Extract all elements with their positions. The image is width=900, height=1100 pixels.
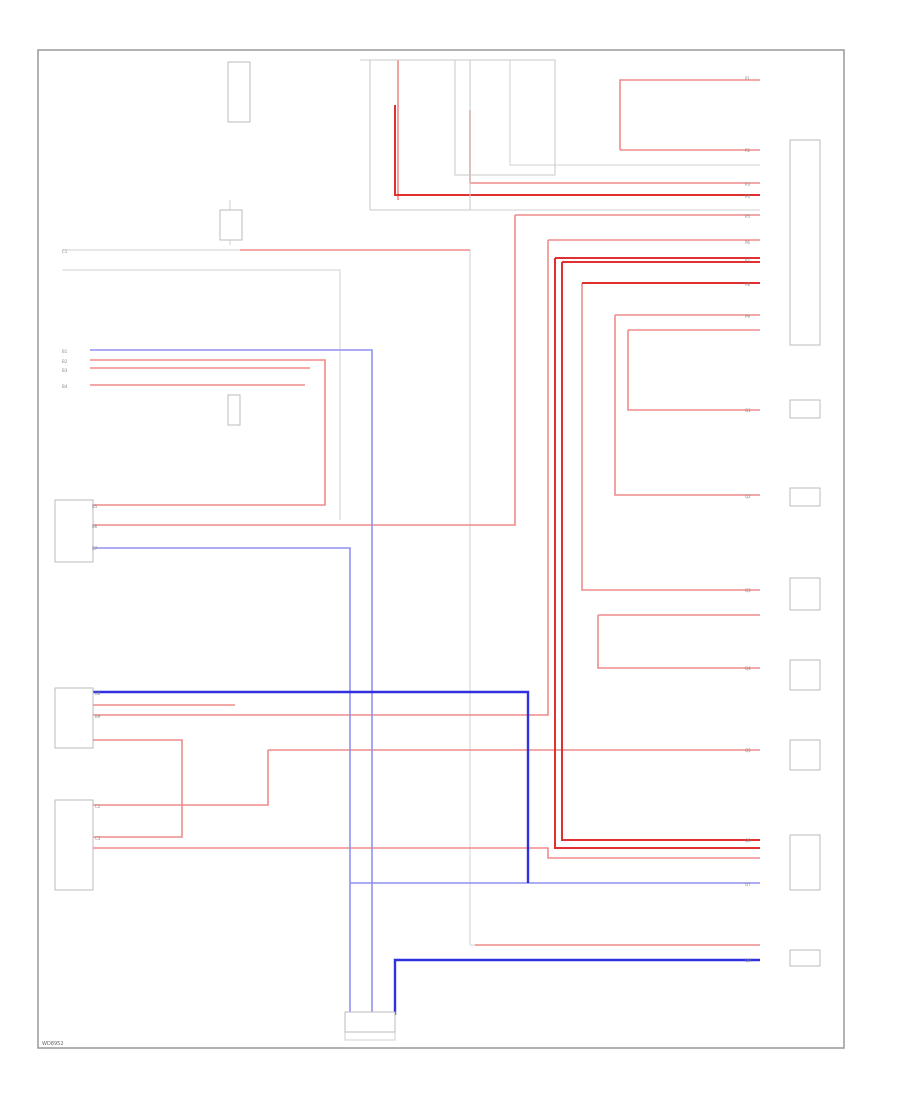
svg-text:P3: P3 — [745, 182, 750, 187]
svg-text:Q5: Q5 — [745, 748, 751, 753]
svg-text:Q3: Q3 — [745, 588, 751, 593]
red-wires-highlight — [394, 105, 760, 849]
diagram-frame — [37, 49, 845, 1049]
svg-text:B2: B2 — [62, 359, 68, 364]
svg-text:P9: P9 — [745, 314, 750, 319]
svg-text:P5: P5 — [745, 214, 750, 219]
connector-labels: C1 B1 B2 B3 B4 B5 B6 B7 B8 B9 C2 C3 P1 P… — [62, 76, 751, 963]
svg-text:P7: P7 — [745, 258, 750, 263]
red-wires — [90, 60, 760, 946]
svg-text:C3: C3 — [95, 836, 101, 841]
svg-text:P2: P2 — [745, 148, 750, 153]
svg-text:B9: B9 — [95, 714, 101, 719]
svg-text:P8: P8 — [745, 282, 750, 287]
svg-text:B1: B1 — [62, 349, 68, 354]
diagram-id: WD8952 — [42, 1041, 64, 1047]
svg-text:Q2: Q2 — [745, 494, 751, 499]
svg-text:Q8: Q8 — [745, 958, 751, 963]
svg-text:Q6: Q6 — [745, 838, 751, 843]
svg-text:P1: P1 — [745, 76, 750, 81]
svg-text:Q1: Q1 — [745, 408, 751, 413]
svg-text:P4: P4 — [745, 194, 750, 199]
components — [54, 59, 821, 1033]
svg-text:B3: B3 — [62, 368, 68, 373]
svg-text:B8: B8 — [95, 691, 101, 696]
svg-text:P6: P6 — [745, 240, 750, 245]
svg-text:B4: B4 — [62, 384, 68, 389]
svg-text:B5: B5 — [92, 504, 98, 509]
blue-wires — [90, 349, 760, 1015]
grey-wires — [62, 59, 760, 1041]
svg-text:C2: C2 — [95, 804, 101, 809]
svg-text:Q4: Q4 — [745, 666, 751, 671]
svg-text:C1: C1 — [62, 249, 68, 254]
svg-text:B6: B6 — [92, 524, 98, 529]
svg-text:Q7: Q7 — [745, 882, 751, 887]
svg-text:B7: B7 — [92, 546, 98, 551]
